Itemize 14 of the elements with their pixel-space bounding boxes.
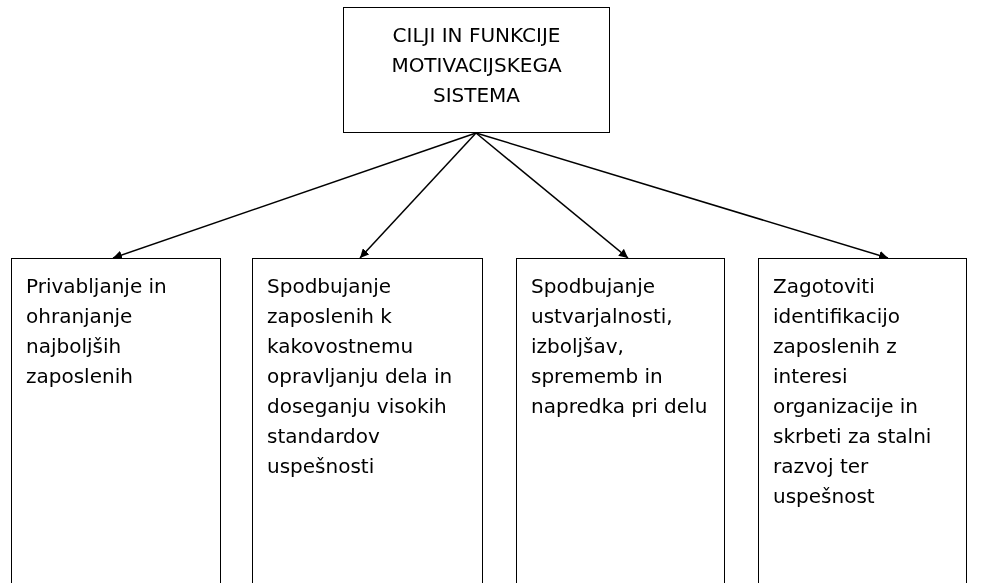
goal-box (516, 258, 725, 583)
goal-box (11, 258, 221, 583)
box-text: Privabljanje in ohranjanje najboljših zaposlenih (26, 273, 168, 390)
arrow (112, 132, 477, 260)
goal-box (252, 258, 483, 583)
box-text: Spodbujanje ustvarjalnosti, izboljšav, sprememb in napredka pri delu (531, 273, 709, 420)
arrow (475, 132, 629, 259)
arrow (475, 132, 889, 260)
title-box (343, 7, 610, 133)
box-text: Spodbujanje zaposlenih k kakovostnemu opravljanju dela in doseganju visokih standardov uspešnosti (267, 273, 454, 480)
box-text: CILJI IN FUNKCIJE MOTIVACIJSKEGA SISTEMA (390, 22, 563, 109)
box-text: Zagotoviti identifikacijo zaposlenih z interesi organizacije in skrbeti za stalni razvoj ter uspešnost (773, 273, 933, 510)
goal-box (758, 258, 967, 583)
arrow (359, 132, 477, 259)
